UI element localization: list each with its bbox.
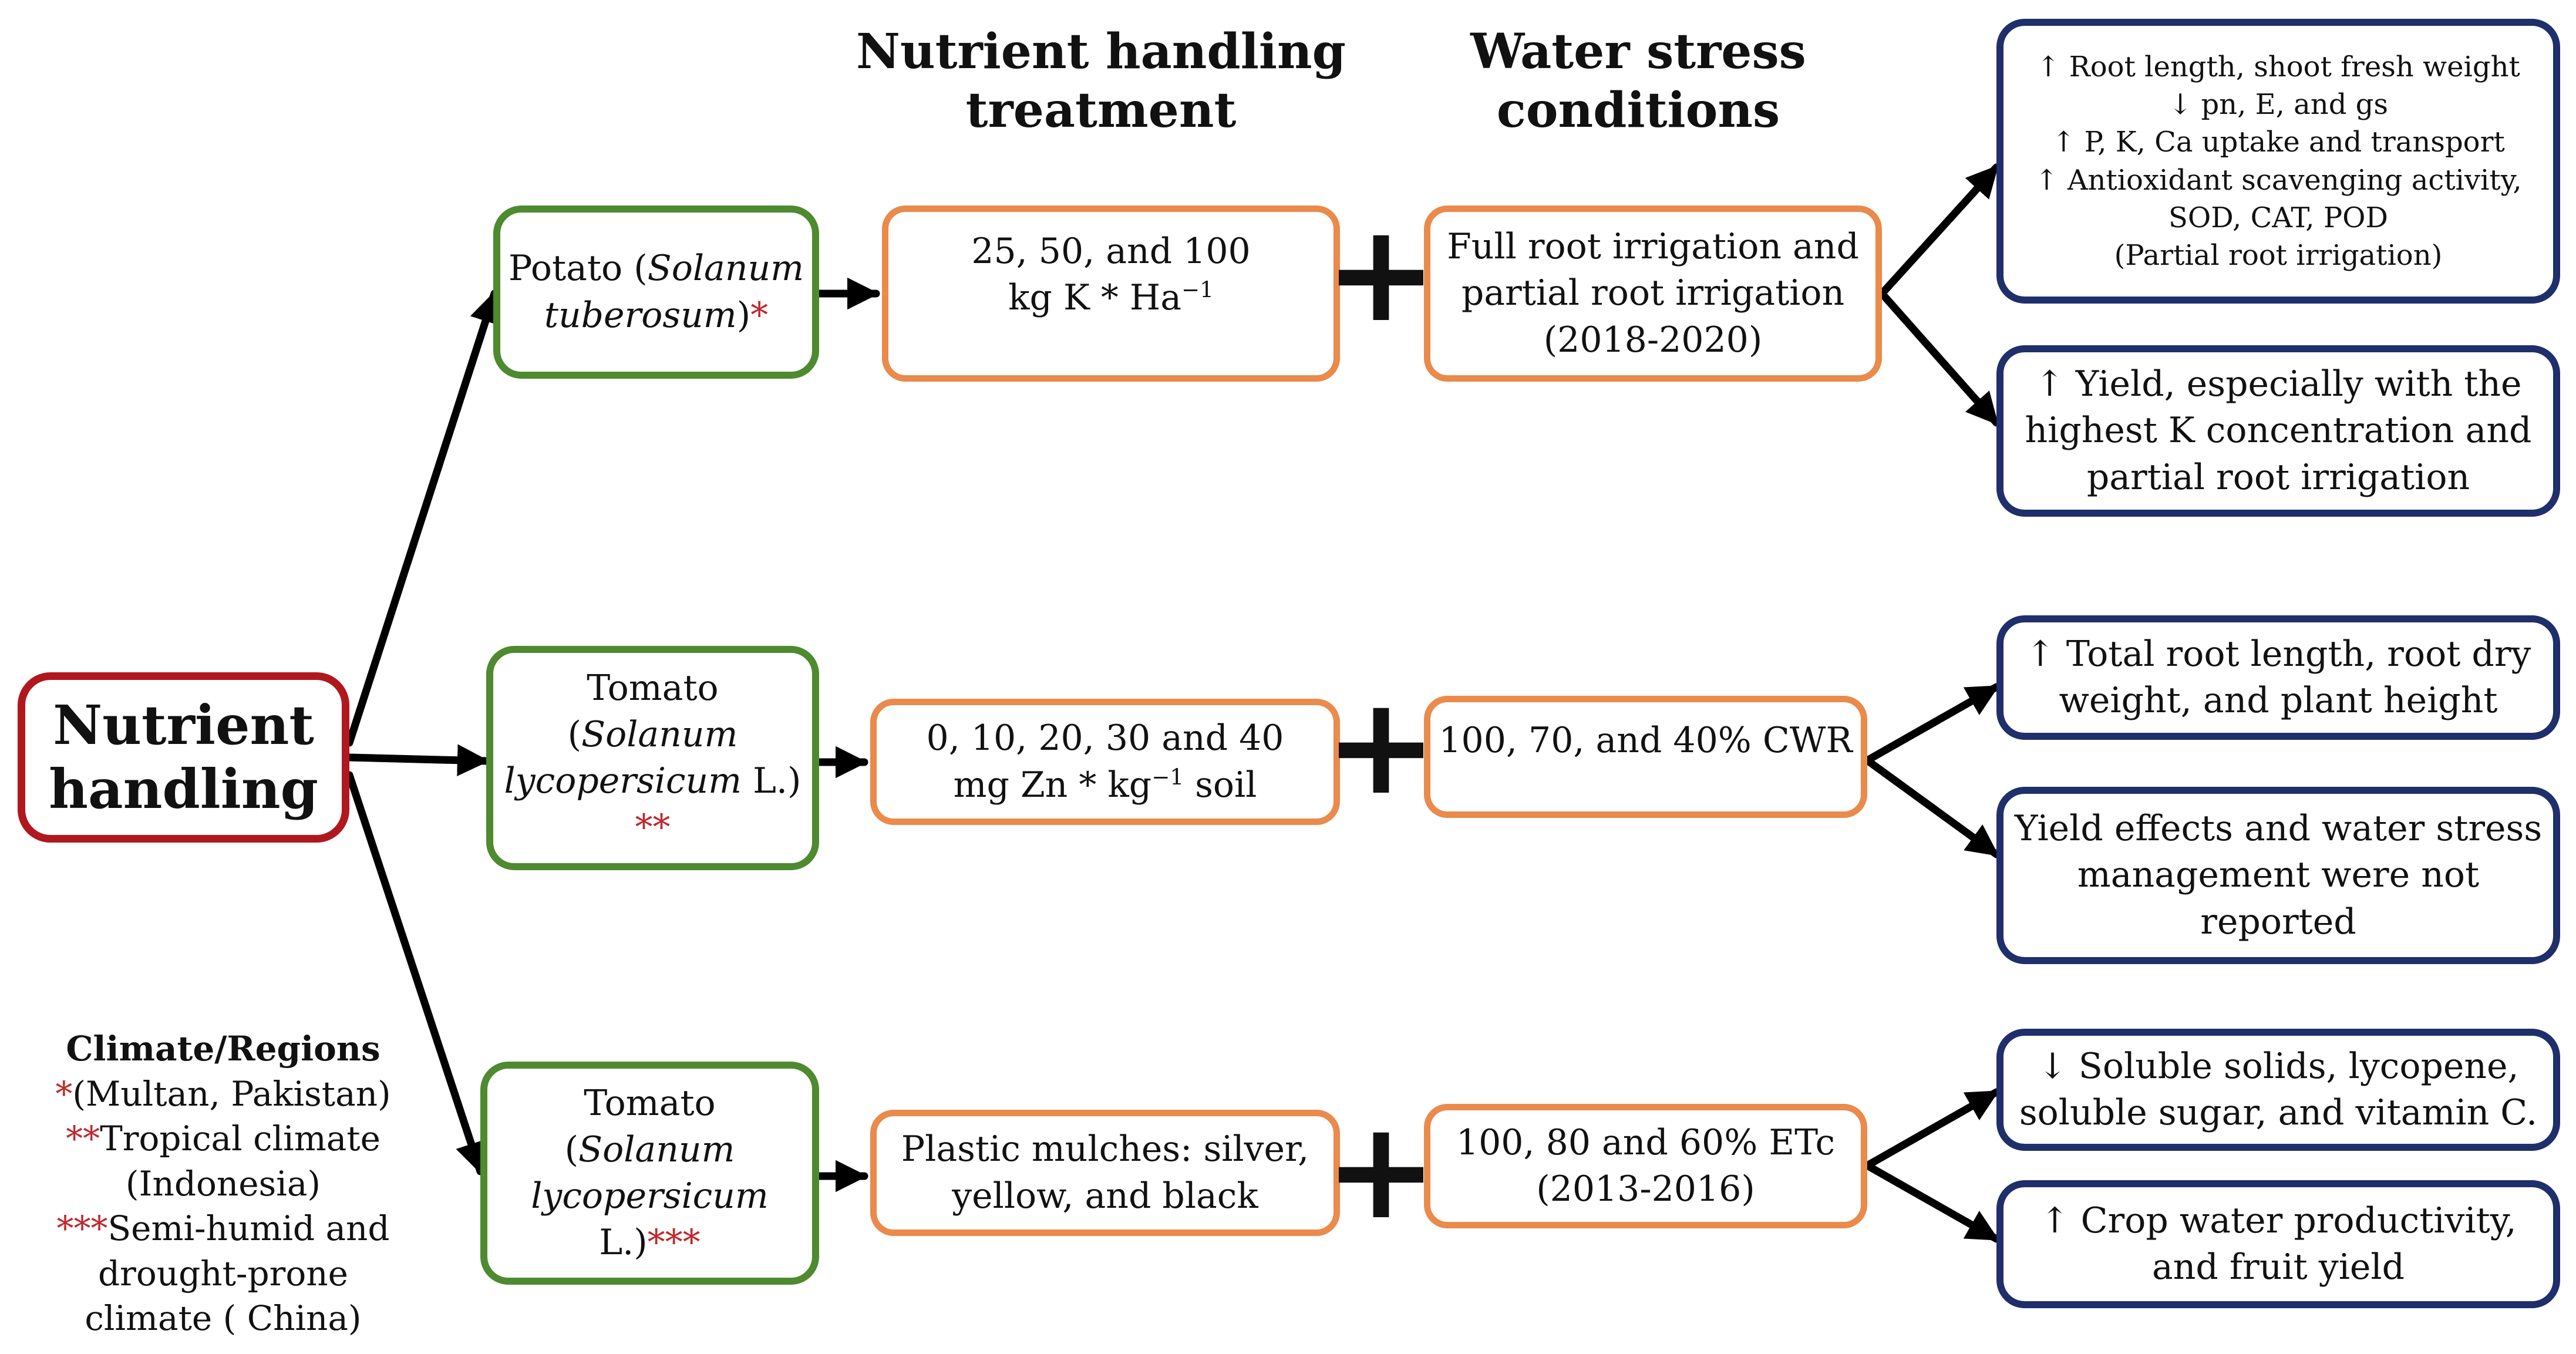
root-node: Nutrient handling	[18, 672, 349, 843]
water-cwr: 100, 70, and 40% CWR	[1424, 696, 1867, 818]
outcome-1-line1: ↑ Root length, shoot fresh weight	[2036, 50, 2520, 83]
crop-tomato-mulch-line4: L.)***	[599, 1222, 701, 1264]
arrow-water1-to-outcome2	[1878, 289, 2001, 427]
root-line2: handling	[49, 757, 318, 821]
outcome-4-line3: reported	[2200, 901, 2356, 942]
asterisk-mark: **	[635, 807, 671, 848]
outcome-1-line4: ↑ Antioxidant scavenging activity,	[2035, 163, 2522, 197]
treatment-potassium: 25, 50, and 100 kg K * Ha−1	[882, 206, 1340, 382]
treatment-potassium-line2: kg K * Ha−1	[1008, 277, 1214, 319]
water-etc-line1: 100, 80 and 60% ETc	[1456, 1121, 1836, 1163]
outcome-5-line2: soluble sugar, and vitamin C.	[2019, 1092, 2538, 1133]
arrow-water3-to-outcome5	[1863, 1088, 2001, 1170]
water-irrigation-line1: Full root irrigation and	[1447, 226, 1859, 268]
outcome-4-line1: Yield effects and water stress	[2014, 808, 2543, 850]
outcome-1-line5: SOD, CAT, POD	[2168, 201, 2388, 234]
treatment-zinc: 0, 10, 20, 30 and 40 mg Zn * kg−1 soil	[870, 699, 1340, 825]
crop-potato-line1: Potato (Solanum	[508, 248, 804, 289]
outcome-1-line6: (Partial root irrigation)	[2114, 239, 2443, 272]
outcome-1-line3: ↑ P, K, Ca uptake and transport	[2052, 126, 2505, 159]
legend-item-3-line3: climate ( China)	[85, 1298, 362, 1339]
water-etc: 100, 80 and 60% ETc (2013-2016)	[1424, 1104, 1867, 1228]
outcome-6-line2: and fruit yield	[2152, 1247, 2405, 1288]
crop-tomato-zn-line1: Tomato	[587, 667, 719, 709]
arrow-water2-to-outcome3	[1863, 683, 2001, 764]
outcome-2-line2: highest K concentration and	[2025, 410, 2532, 452]
arrow-root-to-potato	[345, 289, 501, 747]
arrow-water2-to-outcome4	[1863, 756, 2001, 858]
header-water: Water stress conditions	[1409, 22, 1867, 140]
water-cwr-line1: 100, 70, and 40% CWR	[1439, 720, 1853, 761]
outcome-tomato-quality: ↓ Soluble solids, lycopene, soluble suga…	[1996, 1029, 2560, 1151]
crop-tomato-zn-line2: (Solanum	[567, 713, 738, 755]
crop-potato: Potato (Solanum tuberosum)*	[493, 206, 819, 379]
crop-tomato-mulch-line3: lycopersicum	[531, 1176, 769, 1217]
legend-item-3-line2: drought-prone	[98, 1253, 348, 1294]
outcome-2-line1: ↑ Yield, especially with the	[2035, 363, 2522, 405]
outcome-6-line1: ↑ Crop water productivity,	[2040, 1200, 2517, 1241]
plus-sign: +	[1324, 196, 1438, 352]
asterisk-mark: *	[750, 294, 769, 336]
outcome-tomato-not-reported: Yield effects and water stress managemen…	[1996, 787, 2560, 964]
crop-tomato-mulch-line1: Tomato	[584, 1082, 716, 1124]
treatment-zinc-line2: mg Zn * kg−1 soil	[953, 763, 1257, 806]
crop-tomato-mulch-line2: (Solanum	[564, 1129, 735, 1170]
legend-title: Climate/Regions	[66, 1029, 380, 1069]
header-water-line2: conditions	[1496, 82, 1780, 139]
legend-item-2-line2: (Indonesia)	[125, 1163, 321, 1204]
outcome-4-line2: management were not	[2077, 854, 2480, 896]
arrow-water1-to-outcome1	[1878, 163, 2001, 298]
outcome-3-line2: weight, and plant height	[2059, 680, 2498, 721]
water-irrigation-line3: (2018-2020)	[1543, 319, 1763, 361]
arrow-water3-to-outcome6	[1863, 1161, 2001, 1243]
asterisk-mark: ***	[647, 1222, 701, 1264]
header-treatment-line2: treatment	[965, 82, 1237, 139]
outcome-potato-yield: ↑ Yield, especially with the highest K c…	[1996, 345, 2560, 517]
treatment-potassium-line1: 25, 50, and 100	[971, 231, 1251, 272]
root-line1: Nutrient	[53, 693, 314, 757]
water-irrigation-line2: partial root irrigation	[1461, 272, 1845, 314]
outcome-tomato-root: ↑ Total root length, root dry weight, an…	[1996, 615, 2560, 740]
outcome-1-line2: ↓ pn, E, and gs	[2168, 87, 2389, 121]
treatment-mulch: Plastic mulches: silver, yellow, and bla…	[870, 1110, 1340, 1236]
arrow-root-to-tomato-mulch	[345, 771, 487, 1176]
legend-item-2: **Tropical climate	[66, 1119, 380, 1159]
arrow-root-to-tomato-zn	[345, 744, 490, 777]
plus-sign: +	[1324, 1093, 1438, 1249]
outcome-5-line1: ↓ Soluble solids, lycopene,	[2038, 1045, 2519, 1087]
crop-potato-line2: tuberosum)*	[544, 294, 769, 336]
header-water-line1: Water stress	[1470, 23, 1806, 80]
outcome-tomato-productivity: ↑ Crop water productivity, and fruit yie…	[1996, 1180, 2560, 1308]
outcome-3-line1: ↑ Total root length, root dry	[2025, 633, 2531, 675]
crop-tomato-zn: Tomato (Solanum lycopersicum L.) **	[486, 646, 819, 870]
crop-tomato-mulch: Tomato (Solanum lycopersicum L.)***	[480, 1062, 819, 1285]
treatment-mulch-line1: Plastic mulches: silver,	[901, 1129, 1309, 1170]
climate-legend: Climate/Regions *(Multan, Pakistan) **Tr…	[23, 1026, 423, 1341]
legend-item-1: *(Multan, Pakistan)	[55, 1073, 391, 1114]
crop-tomato-zn-line3: lycopersicum L.)	[504, 760, 802, 801]
treatment-zinc-line1: 0, 10, 20, 30 and 40	[926, 718, 1284, 759]
header-treatment-line1: Nutrient handling	[856, 23, 1346, 80]
water-irrigation: Full root irrigation and partial root ir…	[1424, 206, 1882, 382]
water-etc-line2: (2013-2016)	[1536, 1168, 1755, 1210]
treatment-mulch-line2: yellow, and black	[952, 1175, 1258, 1217]
outcome-2-line3: partial root irrigation	[2086, 456, 2470, 498]
legend-item-3: ***Semi-humid and	[56, 1208, 390, 1249]
header-treatment: Nutrient handling treatment	[846, 22, 1356, 140]
plus-sign: +	[1324, 668, 1438, 825]
outcome-potato-physiology: ↑ Root length, shoot fresh weight ↓ pn, …	[1996, 19, 2560, 304]
